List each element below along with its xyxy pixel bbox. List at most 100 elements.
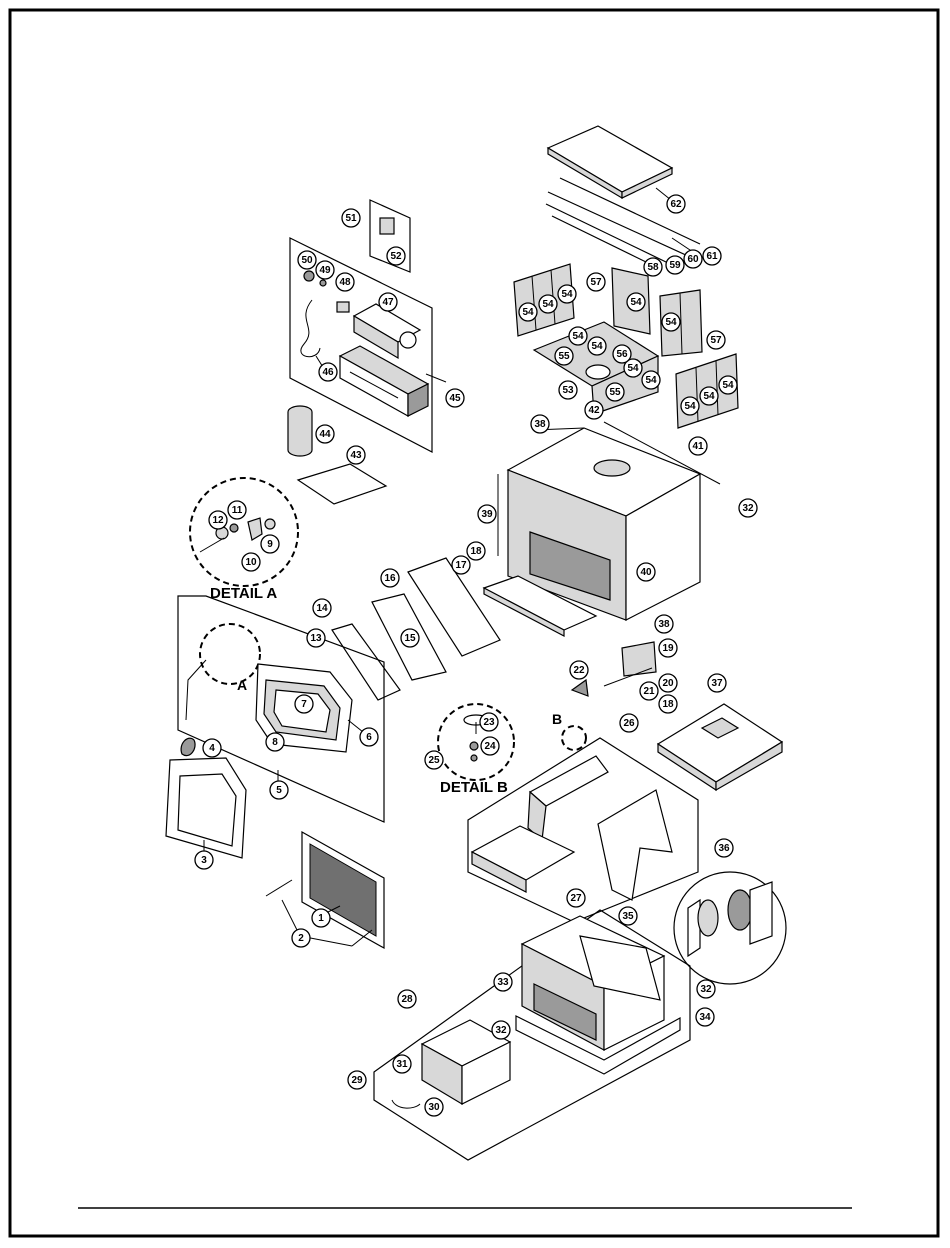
- part-callout-24: 24: [481, 737, 499, 755]
- callout-a-letter: A: [237, 677, 247, 693]
- detail-a-title: DETAIL A: [210, 585, 277, 602]
- part-callout-number: 28: [401, 994, 413, 1005]
- part-callout-30: 30: [425, 1098, 443, 1116]
- part-callout-number: 52: [390, 251, 402, 262]
- part-callout-number: 30: [428, 1102, 440, 1113]
- part-callout-number: 6: [366, 732, 372, 743]
- door-knob-handle: [181, 738, 195, 755]
- detail-a-circle: [190, 478, 298, 586]
- part-callout-number: 31: [396, 1059, 408, 1070]
- part-callout-53: 53: [559, 381, 577, 399]
- part-callout-5: 5: [270, 781, 288, 799]
- part-callout-50: 50: [298, 251, 316, 269]
- part-callout-54: 54: [519, 303, 537, 321]
- part-callout-number: 4: [209, 743, 215, 754]
- part-callout-54: 54: [642, 371, 660, 389]
- part-callout-12: 12: [209, 511, 227, 529]
- part-callout-number: 20: [662, 678, 674, 689]
- part-callout-number: 15: [404, 633, 416, 644]
- part-callout-54: 54: [569, 327, 587, 345]
- detail-b-callout-circle: [562, 726, 586, 750]
- callout-b-letter: B: [552, 711, 562, 727]
- snap-disc: [337, 302, 349, 312]
- part-callout-17: 17: [452, 556, 470, 574]
- part-callout-number: 41: [692, 441, 704, 452]
- door-face: [166, 758, 246, 858]
- part-callout-number: 54: [684, 401, 696, 412]
- part-callout-54: 54: [539, 295, 557, 313]
- part-callout-57: 57: [707, 331, 725, 349]
- part-callout-58: 58: [644, 258, 662, 276]
- part-callout-54: 54: [627, 293, 645, 311]
- part-callout-16: 16: [381, 569, 399, 587]
- part-callout-56: 56: [613, 345, 631, 363]
- part-callout-number: 5: [276, 785, 282, 796]
- part-callout-number: 54: [645, 375, 657, 386]
- part-callout-number: 54: [522, 307, 534, 318]
- pedestal-legs: [528, 756, 672, 900]
- part-callout-49: 49: [316, 261, 334, 279]
- damper-handle: [572, 680, 588, 696]
- baffle-board: [548, 126, 672, 198]
- part-callout-54: 54: [700, 387, 718, 405]
- door-handle: [186, 660, 206, 720]
- part-callout-32: 32: [739, 499, 757, 517]
- part-callout-number: 36: [718, 843, 730, 854]
- outside-air-kit: [688, 882, 772, 956]
- part-callout-19: 19: [659, 639, 677, 657]
- drawer-handle: [392, 1100, 420, 1108]
- part-callout-61: 61: [703, 247, 721, 265]
- part-callout-number: 57: [590, 277, 602, 288]
- part-callout-number: 54: [722, 380, 734, 391]
- fan-knob: [304, 271, 314, 281]
- part-callout-number: 48: [339, 277, 351, 288]
- part-callout-number: 39: [481, 509, 493, 520]
- part-callout-55: 55: [555, 347, 573, 365]
- part-callout-20: 20: [659, 674, 677, 692]
- part-callout-21: 21: [640, 682, 658, 700]
- part-callout-54: 54: [662, 313, 680, 331]
- part-callout-40: 40: [637, 563, 655, 581]
- part-callout-number: 26: [623, 718, 635, 729]
- fan-housing: [340, 346, 428, 416]
- part-callout-number: 54: [627, 363, 639, 374]
- part-callout-32: 32: [492, 1021, 510, 1039]
- part-callout-3: 3: [195, 851, 213, 869]
- part-callout-45: 45: [446, 389, 464, 407]
- part-callout-number: 62: [670, 199, 682, 210]
- part-callout-46: 46: [319, 363, 337, 381]
- part-callout-52: 52: [387, 247, 405, 265]
- part-callout-number: 24: [484, 741, 496, 752]
- part-callout-number: 40: [640, 567, 652, 578]
- part-callout-number: 19: [662, 643, 674, 654]
- part-callout-number: 57: [710, 335, 722, 346]
- part-callout-number: 7: [301, 699, 307, 710]
- damper-bracket: [604, 642, 656, 686]
- part-callout-number: 14: [316, 603, 328, 614]
- part-callout-number: 3: [201, 855, 207, 866]
- part-callout-54: 54: [681, 397, 699, 415]
- part-callout-number: 17: [455, 560, 467, 571]
- part-callout-number: 46: [322, 367, 334, 378]
- part-callout-number: 60: [687, 254, 699, 265]
- part-callout-number: 11: [232, 505, 243, 516]
- part-callout-number: 38: [534, 419, 546, 430]
- part-callout-18: 18: [467, 542, 485, 560]
- part-callout-number: 58: [647, 262, 659, 273]
- part-callout-number: 55: [558, 351, 570, 362]
- part-callout-number: 45: [449, 393, 461, 404]
- part-callout-number: 22: [573, 665, 585, 676]
- part-callout-13: 13: [307, 629, 325, 647]
- part-callout-number: 49: [319, 265, 331, 276]
- part-callout-number: 34: [699, 1012, 711, 1023]
- part-callout-number: 18: [470, 546, 482, 557]
- part-callout-number: 27: [570, 893, 582, 904]
- knob-nut: [320, 280, 326, 286]
- part-callout-59: 59: [666, 256, 684, 274]
- part-callout-28: 28: [398, 990, 416, 1008]
- part-callout-number: 37: [711, 678, 723, 689]
- part-callout-number: 38: [658, 619, 670, 630]
- part-callout-number: 10: [245, 557, 257, 568]
